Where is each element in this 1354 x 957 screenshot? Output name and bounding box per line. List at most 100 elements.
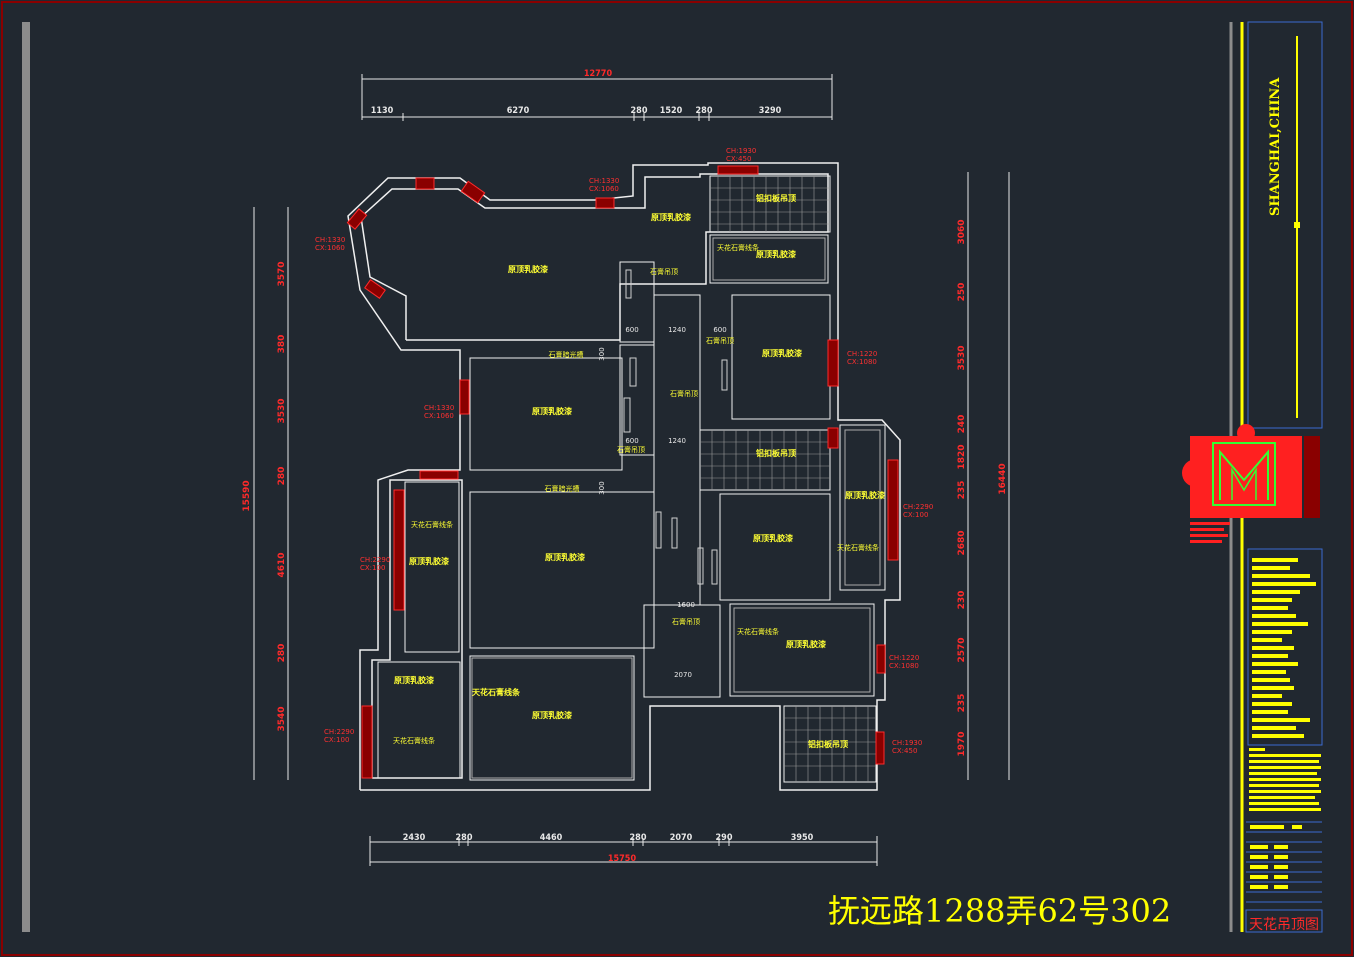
dim-left-7: 3540	[277, 706, 287, 731]
left-margin-bar	[22, 22, 30, 932]
drawing-title: 天花吊顶图	[1249, 917, 1319, 933]
room-label-kitchen-top: 原顶乳胶漆	[651, 212, 691, 222]
tile-grid-top	[710, 176, 830, 232]
windows	[346, 165, 899, 779]
room-label-west-2: 原顶乳胶漆	[394, 675, 434, 685]
room-label-bedroom-se: 原顶乳胶漆	[786, 639, 826, 649]
dim-bottom-7: 3950	[791, 833, 814, 843]
dim-right-11: 1970	[957, 731, 967, 756]
dim-right-10: 235	[957, 694, 967, 713]
bath-label-top: 铝扣板吊顶	[756, 193, 796, 203]
title-block-table	[1246, 821, 1322, 903]
tile-grid-bottom	[784, 706, 876, 782]
dim-right-5: 1820	[957, 444, 967, 469]
bottom-dimension-lines	[369, 836, 878, 866]
city-marker	[1294, 222, 1300, 228]
dim-right-4: 240	[957, 415, 967, 434]
inner-rooms	[377, 175, 886, 783]
room-label-hall-east: 原顶乳胶漆	[753, 533, 793, 543]
dim-top-4: 1520	[660, 106, 683, 116]
dim-top-2: 6270	[507, 106, 530, 116]
room-label-living-nw: 原顶乳胶漆	[508, 264, 548, 274]
ceiling-label-small-2: 石膏吊顶	[706, 336, 734, 345]
room-label-living-center: 原顶乳胶漆	[545, 552, 585, 562]
room-label-study: 原顶乳胶漆	[532, 406, 572, 416]
notes-text-bars-2	[1249, 748, 1321, 811]
tile-grid-mid	[700, 430, 830, 490]
dim-bottom-1: 2430	[403, 833, 426, 843]
room-label-bedroom-s: 原顶乳胶漆	[532, 710, 572, 720]
dim-left-1: 3570	[277, 261, 287, 286]
dim-top-3: 280	[631, 106, 648, 116]
inner-dim-1: 600	[625, 326, 638, 334]
inner-dim-3: 600	[713, 326, 726, 334]
dim-top-5: 280	[696, 106, 713, 116]
bath-label-mid: 铝扣板吊顶	[756, 448, 796, 458]
dim-bottom-6: 290	[716, 833, 733, 843]
light-slot-label-2: 石膏暗光槽	[545, 484, 580, 493]
gypsum-label-1: 天花石膏线条	[717, 243, 759, 252]
title-block-notes-box	[1247, 548, 1323, 746]
inner-dim-9: 300	[598, 481, 606, 494]
gypsum-label-3: 天花石膏线条	[837, 543, 879, 552]
drawing-title-box	[1245, 909, 1323, 933]
light-slot-label-1: 石膏暗光槽	[549, 350, 584, 359]
gypsum-label-4: 天花石膏线条	[737, 627, 779, 636]
dim-right-7: 2680	[957, 530, 967, 555]
ceiling-label-small-3: 石膏吊顶	[617, 445, 645, 454]
gypsum-label-6: 天花石膏线条	[393, 736, 435, 745]
top-dimension-lines	[361, 74, 833, 121]
dim-right-6: 235	[957, 481, 967, 500]
dim-right-3: 3530	[957, 345, 967, 370]
dim-bottom-total: 15750	[608, 854, 637, 864]
dim-left-4: 280	[277, 467, 287, 486]
title-block-city-box	[1247, 21, 1323, 429]
ceiling-label-small-1: 石膏吊顶	[650, 267, 678, 276]
ceiling-label-corridor-1: 石膏吊顶	[670, 389, 698, 398]
right-dimension-lines	[967, 172, 1010, 780]
bath-label-bottom: 铝扣板吊顶	[808, 739, 848, 749]
room-label-bedroom-ne: 原顶乳胶漆	[762, 348, 802, 358]
notes-text-bars	[1252, 558, 1316, 738]
dim-top-6: 3290	[759, 106, 782, 116]
inner-dim-8: 300	[598, 347, 606, 360]
outer-walls	[347, 162, 901, 791]
inner-dim-6: 1600	[677, 601, 695, 609]
dim-bottom-3: 4460	[540, 833, 563, 843]
dim-bottom-4: 280	[630, 833, 647, 843]
inner-dim-7: 2070	[674, 671, 692, 679]
city-label: SHANGHAI,CHINA	[1268, 77, 1283, 216]
gypsum-label-2: 天花石膏线条	[411, 520, 453, 529]
light-slots	[623, 269, 728, 585]
left-dimension-lines	[253, 207, 289, 780]
dim-bottom-2: 280	[456, 833, 473, 843]
dim-right-8: 230	[957, 591, 967, 610]
dim-left-6: 280	[277, 644, 287, 663]
inner-dim-4: 600	[625, 437, 638, 445]
dim-left-5: 4610	[277, 552, 287, 577]
dim-right-2: 250	[957, 283, 967, 302]
dim-top-total: 12770	[584, 69, 613, 79]
dim-right-9: 2570	[957, 637, 967, 662]
company-logo	[1182, 424, 1320, 543]
dim-right-total: 16440	[998, 463, 1008, 494]
dim-left-3: 3530	[277, 398, 287, 423]
inner-dim-2: 1240	[668, 326, 686, 334]
dim-bottom-5: 2070	[670, 833, 693, 843]
dim-left-2: 380	[277, 335, 287, 354]
dim-left-total: 15590	[242, 480, 252, 511]
project-address-title: 抚远路1288弄62号302	[828, 892, 1172, 930]
room-label-storage-top: 原顶乳胶漆	[756, 249, 796, 259]
room-label-west-1: 原顶乳胶漆	[409, 556, 449, 566]
